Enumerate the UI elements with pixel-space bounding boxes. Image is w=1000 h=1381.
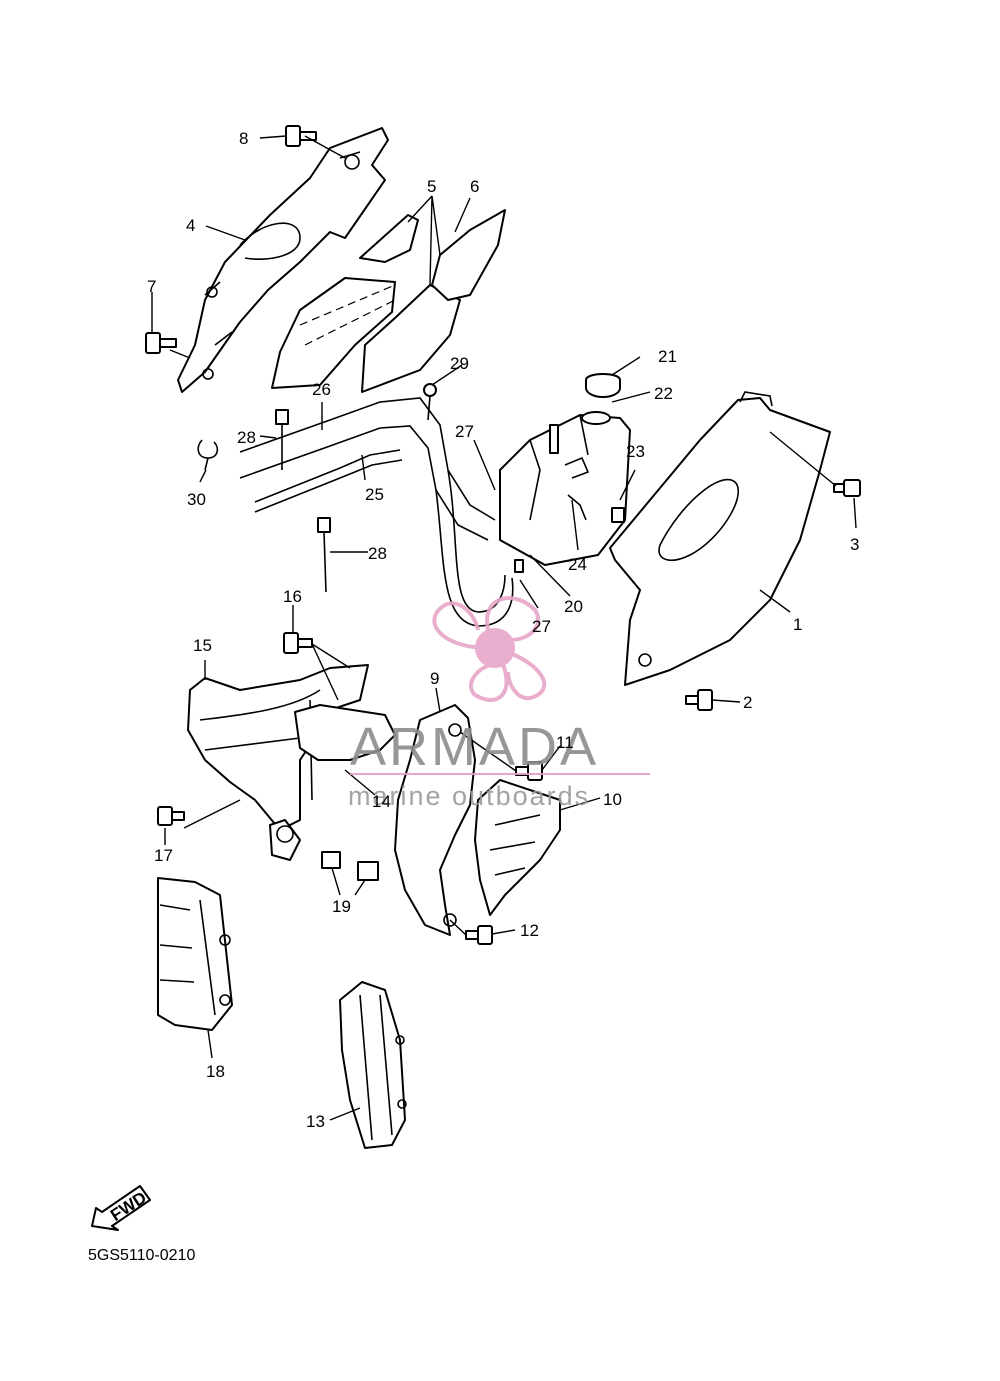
part-8-bolt: [285, 125, 317, 147]
propeller-logo-icon: [432, 596, 547, 702]
diagram-code: 5GS5110-0210: [88, 1247, 195, 1264]
callout-6: 6: [470, 177, 479, 196]
callout-labels: 1 2 3 4 5 6 7 8 9 10 11 12 13 14 15 16 1…: [147, 129, 859, 1131]
part-18-radiator-guard: [157, 877, 233, 1031]
callout-25: 25: [365, 485, 384, 504]
callout-29: 29: [450, 354, 469, 373]
part-20-reservoir-tank: [499, 414, 631, 573]
part-13-louver: [339, 981, 407, 1149]
callout-12: 12: [520, 921, 539, 940]
leader-lines: [151, 135, 857, 1121]
callout-24: 24: [568, 555, 587, 574]
callout-10: 10: [603, 790, 622, 809]
callout-27a: 27: [455, 422, 474, 441]
part-6-pad: [431, 209, 506, 301]
callout-23: 23: [626, 442, 645, 461]
callout-21: 21: [658, 347, 677, 366]
part-10-shroud-inner: [474, 779, 561, 916]
callout-28a: 28: [237, 428, 256, 447]
callout-15: 15: [193, 636, 212, 655]
callout-18: 18: [206, 1062, 225, 1081]
part-24-bracket: [567, 494, 587, 521]
part-19-clips: [321, 851, 379, 881]
part-5-pads: [271, 214, 461, 393]
callout-5: 5: [427, 177, 436, 196]
part-2-bolt: [685, 689, 713, 711]
part-7-bolt: [145, 332, 177, 354]
part-12-bolt: [465, 925, 493, 945]
part-30-clip: [197, 439, 219, 471]
callout-11: 11: [556, 733, 574, 752]
part-29-clamp: [423, 383, 437, 421]
callout-3: 3: [850, 535, 859, 554]
callout-13: 13: [306, 1112, 325, 1131]
part-22-seal: [581, 411, 611, 425]
callout-14: 14: [372, 792, 391, 811]
callout-4: 4: [186, 216, 195, 235]
watermark-tagline: marine outboards: [348, 781, 590, 811]
callout-27b: 27: [532, 617, 551, 636]
callout-16: 16: [283, 587, 302, 606]
armada-watermark: ARMADA marine outboards: [348, 596, 650, 811]
callout-19: 19: [332, 897, 351, 916]
part-14-shroud-bracket: [269, 704, 396, 861]
callout-7: 7: [147, 277, 156, 296]
part-21-cap: [585, 373, 621, 398]
callout-2: 2: [743, 693, 752, 712]
part-25-26-hoses: [239, 397, 514, 627]
callout-22: 22: [654, 384, 673, 403]
part-9-shroud-right: [394, 704, 476, 936]
callout-9: 9: [430, 669, 439, 688]
part-16-bolt: [283, 632, 313, 654]
fwd-arrow-icon: FWD: [91, 1185, 151, 1231]
part-23-bolt: [611, 507, 625, 523]
callout-20: 20: [564, 597, 583, 616]
callout-8: 8: [239, 129, 248, 148]
callout-26: 26: [312, 380, 331, 399]
callout-30: 30: [187, 490, 206, 509]
part-17-bolt: [157, 806, 185, 826]
part-3-bolt: [833, 479, 861, 497]
part-28-ties: [275, 409, 331, 593]
callout-1: 1: [793, 615, 802, 634]
callout-17: 17: [154, 846, 173, 865]
watermark-brand: ARMADA: [350, 717, 599, 777]
callout-28b: 28: [368, 544, 387, 563]
part-1-side-panel: [609, 391, 831, 686]
